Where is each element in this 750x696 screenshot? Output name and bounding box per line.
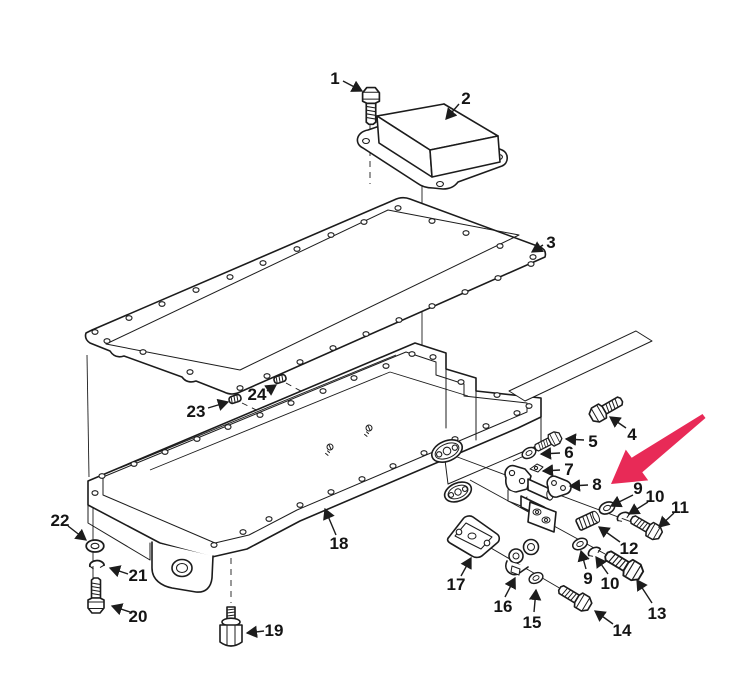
callout-10b: 10 [601, 574, 620, 593]
callout-11: 11 [671, 498, 689, 517]
part-17-flange-plate [446, 515, 501, 559]
part-7-clip [529, 463, 544, 473]
part-19-drain-plug [219, 606, 243, 647]
part-8-retainer-assembly [504, 464, 572, 533]
pan-mounting-pad-b [443, 481, 473, 503]
callout-17: 17 [447, 575, 466, 594]
part-18-oil-pan [87, 342, 542, 593]
mounting-pad-outline [508, 330, 653, 402]
callout-24: 24 [248, 385, 267, 404]
callout-13: 13 [648, 604, 667, 623]
callout-9b: 9 [583, 569, 592, 588]
callout-12: 12 [620, 539, 639, 558]
part-20-bolt [87, 577, 105, 614]
part-11-bolt [627, 511, 665, 543]
callout-4: 4 [627, 425, 637, 444]
callout-23: 23 [187, 402, 206, 421]
callout-8: 8 [592, 475, 601, 494]
part-4-bolt [586, 392, 627, 426]
part-9-washer [596, 498, 618, 518]
part-16-elbow-fitting [505, 538, 540, 576]
highlight-arrow [611, 414, 706, 484]
part-15-washer [526, 569, 546, 587]
callout-9a: 9 [633, 479, 642, 498]
callout-7: 7 [564, 460, 573, 479]
callout-10a: 10 [646, 487, 665, 506]
callout-numbers: 1 2 3 4 5 6 7 8 9 10 11 12 9 10 13 14 15… [51, 69, 689, 640]
callout-1: 1 [330, 69, 339, 88]
callout-5: 5 [588, 432, 597, 451]
part-5-plug [531, 429, 564, 455]
callout-2: 2 [461, 89, 470, 108]
gasket-bolt-holes [91, 205, 537, 391]
part-10-lock-washer-2 [585, 544, 603, 559]
part-3-gasket [84, 196, 547, 395]
part-2-screen-assembly [356, 103, 509, 190]
pan-bolt-holes [91, 351, 533, 548]
callout-20: 20 [129, 607, 148, 626]
pan-mounting-pad-a [430, 439, 464, 463]
callout-3: 3 [546, 233, 555, 252]
callout-15: 15 [523, 613, 542, 632]
callout-22: 22 [51, 511, 70, 530]
callout-6: 6 [564, 443, 573, 462]
callout-16: 16 [494, 597, 513, 616]
part-12-plug [575, 510, 601, 531]
callout-21: 21 [129, 566, 148, 585]
callout-18: 18 [330, 534, 349, 553]
callout-19: 19 [265, 621, 284, 640]
part-9-washer-2 [570, 535, 590, 553]
part-22-washer [85, 539, 105, 553]
callout-14: 14 [613, 621, 632, 640]
part-21-lock-washer [88, 559, 106, 570]
leader-lines [67, 80, 675, 639]
part-23-stud [227, 393, 243, 405]
